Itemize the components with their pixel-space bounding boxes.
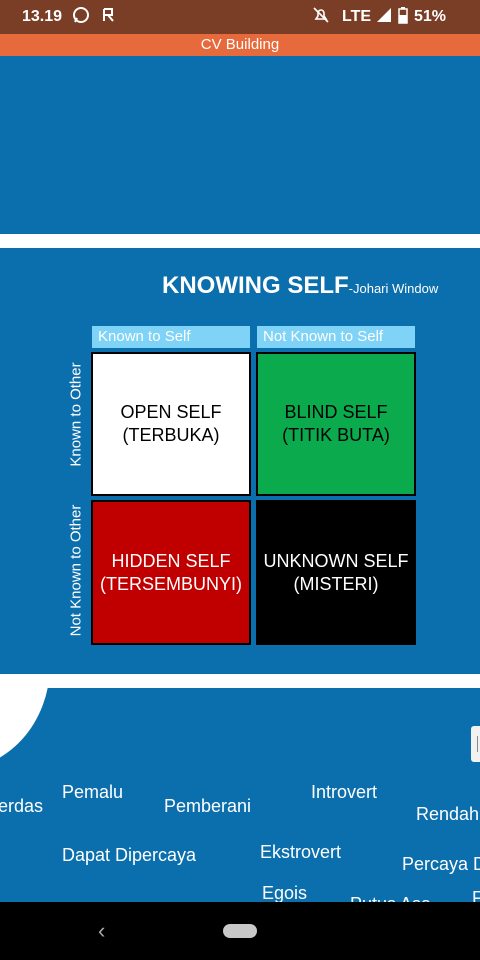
word-item: Pemberani: [164, 796, 252, 816]
johari-heading: KNOWING SELF-Johari Window: [162, 272, 438, 300]
whatsapp-icon: [72, 6, 90, 29]
top-banner-panel: [0, 56, 480, 234]
battery-percent: 51%: [414, 8, 447, 25]
word-item: Rendah: [416, 804, 480, 824]
word-item: erdas: [0, 796, 44, 816]
word-item: F: [472, 888, 480, 902]
home-pill[interactable]: [223, 924, 257, 938]
battery-icon: [398, 6, 408, 29]
cell-title: HIDDEN SELF: [111, 550, 231, 571]
row-header-not-known-to-other: Not Known to Other: [67, 504, 85, 637]
cell-subtitle: (TERBUKA): [122, 425, 220, 445]
word-item: Putus Asa: [350, 894, 431, 902]
network-type: LTE: [342, 8, 372, 25]
word-item: Ekstrovert: [260, 842, 342, 862]
johari-title: KNOWING SELF: [162, 272, 349, 299]
col-header-known-to-self: Known to Self: [92, 326, 250, 348]
cell-title: UNKNOWN SELF: [263, 550, 409, 571]
word-item: Dapat Dipercaya: [62, 845, 197, 865]
cell-title: OPEN SELF: [120, 402, 222, 422]
johari-subtitle: -Johari Window: [348, 281, 439, 296]
cell-title: BLIND SELF: [284, 402, 388, 422]
system-nav-bar: ‹: [0, 902, 480, 960]
cell-subtitle: (TERSEMBUNYI): [99, 573, 242, 594]
back-icon[interactable]: ‹: [98, 918, 106, 943]
app-title-bar: CV Building: [0, 34, 480, 56]
word-item: Egois: [262, 883, 308, 902]
word-item: Introvert: [311, 782, 378, 802]
cell-hidden-self: HIDDEN SELF(TERSEMBUNYI): [91, 500, 251, 645]
cell-unknown-self: UNKNOWN SELF(MISTERI): [256, 500, 416, 645]
cell-open-self: OPEN SELF (TERBUKA): [91, 352, 251, 496]
cell-blind-self: BLIND SELF (TITIK BUTA): [256, 352, 416, 496]
col-header-not-known-to-self: Not Known to Self: [257, 326, 415, 348]
clock: 13.19: [22, 8, 63, 25]
app-notification-icon: [102, 6, 116, 29]
decorative-circle: [0, 688, 50, 770]
status-bar: 13.19 LTE 51%: [0, 0, 480, 34]
mute-icon: [312, 6, 330, 29]
word-item: Percaya D: [402, 854, 480, 874]
word-cloud-panel: erdas Pemalu Pemberani Introvert Rendah …: [0, 688, 480, 902]
row-header-known-to-other: Known to Other: [67, 362, 85, 467]
signal-icon: [376, 6, 392, 29]
cell-subtitle: (MISTERI): [293, 573, 379, 594]
side-drawer-handle[interactable]: [471, 726, 480, 762]
cell-subtitle: (TITIK BUTA): [282, 425, 390, 445]
word-item: Pemalu: [62, 782, 124, 802]
app-title: CV Building: [200, 36, 280, 53]
